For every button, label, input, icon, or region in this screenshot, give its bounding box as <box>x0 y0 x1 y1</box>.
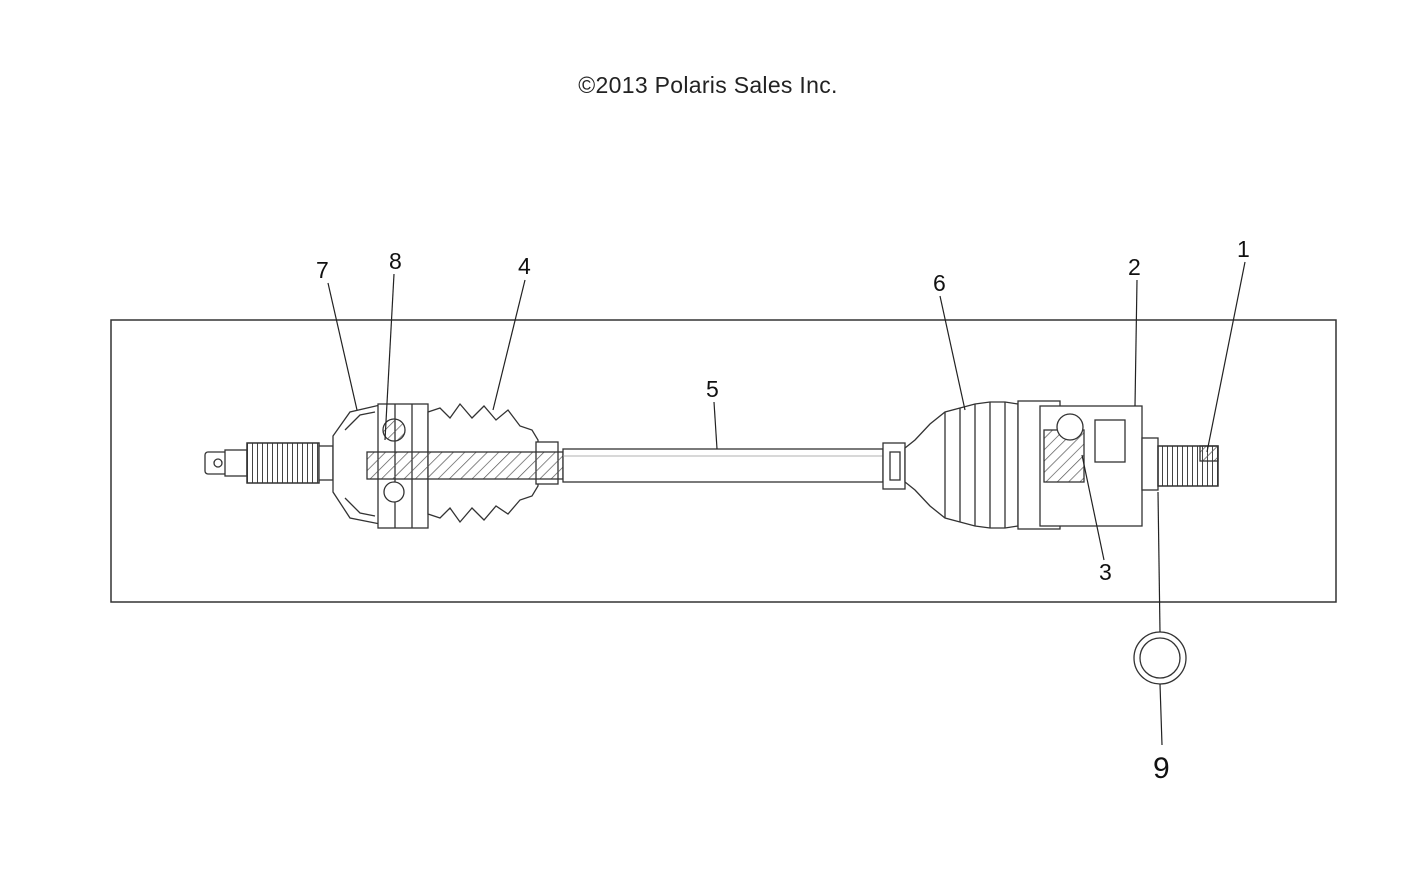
outer-cv-housing <box>1017 400 1159 530</box>
circlip-ring <box>1133 631 1187 685</box>
callout-8: 8 <box>389 248 402 274</box>
callout-3: 3 <box>1099 559 1112 585</box>
callout-2: 2 <box>1128 254 1141 280</box>
callout-9: 9 <box>1153 752 1170 785</box>
callout-6: 6 <box>933 270 946 296</box>
outer-cv-boot <box>904 401 1019 529</box>
callout-7: 7 <box>316 257 329 283</box>
callout-5: 5 <box>706 376 719 402</box>
diagram-frame <box>110 319 1337 603</box>
left-stub-shaft <box>204 442 334 484</box>
callout-4: 4 <box>518 253 531 279</box>
copyright-text: ©2013 Polaris Sales Inc. <box>578 72 838 98</box>
callout-1: 1 <box>1237 236 1250 262</box>
outer-boot-collar <box>882 442 906 490</box>
bearing-ball <box>382 418 406 503</box>
leader-lines <box>327 261 1246 746</box>
shaft-cross-section <box>366 451 564 480</box>
axle-shaft <box>562 448 884 483</box>
outer-stub-spline <box>1157 445 1219 487</box>
